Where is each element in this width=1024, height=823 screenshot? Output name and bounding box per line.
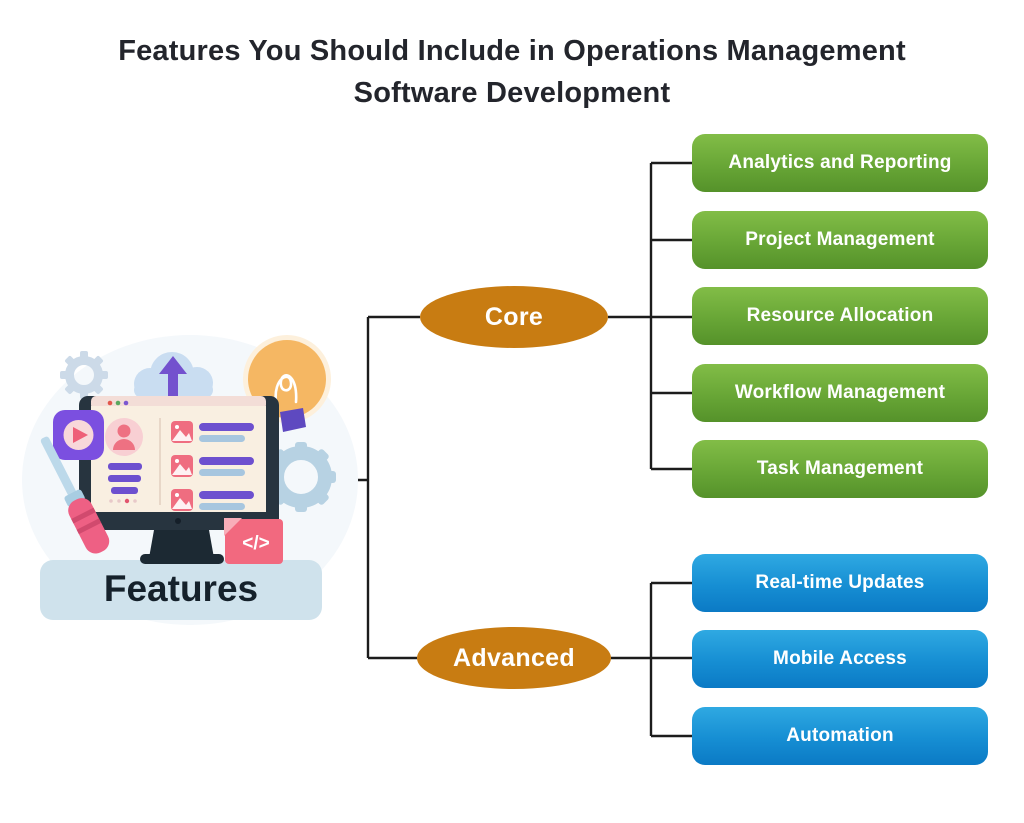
item-label: Automation — [786, 725, 894, 746]
core-item-analytics-and-reporting: Analytics and Reporting — [692, 134, 988, 192]
core-item-project-management: Project Management — [692, 211, 988, 269]
page-title-line2: Software Development — [353, 77, 671, 109]
cloud-upload-icon — [134, 352, 213, 400]
features-banner-label: Features — [104, 568, 258, 609]
core-item-workflow-management: Workflow Management — [692, 364, 988, 422]
up-arrow-icon — [159, 356, 187, 396]
page-title-line1: Features You Should Include in Operation… — [118, 35, 906, 67]
avatar-icon — [105, 418, 143, 456]
advanced-item-mobile-access: Mobile Access — [692, 630, 988, 688]
browser-window — [91, 396, 266, 512]
code-glyph: </> — [242, 533, 269, 554]
play-button-icon — [53, 410, 104, 460]
gear-icon — [60, 351, 108, 399]
monitor-camera-dot — [175, 518, 181, 524]
browser-dot-red — [107, 400, 113, 406]
image-thumbnail-icon — [171, 455, 193, 477]
image-thumbnail-icon — [171, 421, 193, 443]
page-title: Features You Should Include in Operation… — [0, 30, 1024, 114]
advanced-item-real-time-updates: Real-time Updates — [692, 554, 988, 612]
text-lines — [108, 463, 142, 494]
list-rows — [171, 421, 254, 511]
pagination-dots — [109, 498, 137, 504]
code-file-icon: </> — [224, 518, 283, 564]
browser-dot-green — [115, 400, 121, 406]
item-label: Resource Allocation — [746, 305, 934, 326]
branch-node-core: Core — [420, 286, 608, 348]
item-label: Project Management — [745, 229, 935, 250]
branch-node-core-label: Core — [484, 302, 544, 331]
item-label: Analytics and Reporting — [728, 152, 952, 173]
screwdriver-icon — [40, 436, 110, 554]
monitor-icon — [79, 396, 279, 564]
advanced-item-automation: Automation — [692, 707, 988, 765]
branch-node-advanced: Advanced — [417, 627, 611, 689]
browser-dot-purple — [123, 400, 129, 406]
core-item-resource-allocation: Resource Allocation — [692, 287, 988, 345]
item-label: Real-time Updates — [755, 572, 925, 593]
core-item-task-management: Task Management — [692, 440, 988, 498]
item-label: Workflow Management — [734, 382, 946, 403]
image-thumbnail-icon — [171, 489, 193, 511]
features-banner: Features — [40, 560, 322, 620]
monitor-neck — [149, 530, 214, 558]
item-label: Task Management — [756, 458, 924, 479]
item-label: Mobile Access — [773, 648, 907, 669]
bulb-base — [280, 408, 306, 432]
branch-node-advanced-label: Advanced — [453, 643, 575, 672]
monitor-base — [140, 554, 224, 564]
features-illustration: Features — [22, 335, 358, 625]
